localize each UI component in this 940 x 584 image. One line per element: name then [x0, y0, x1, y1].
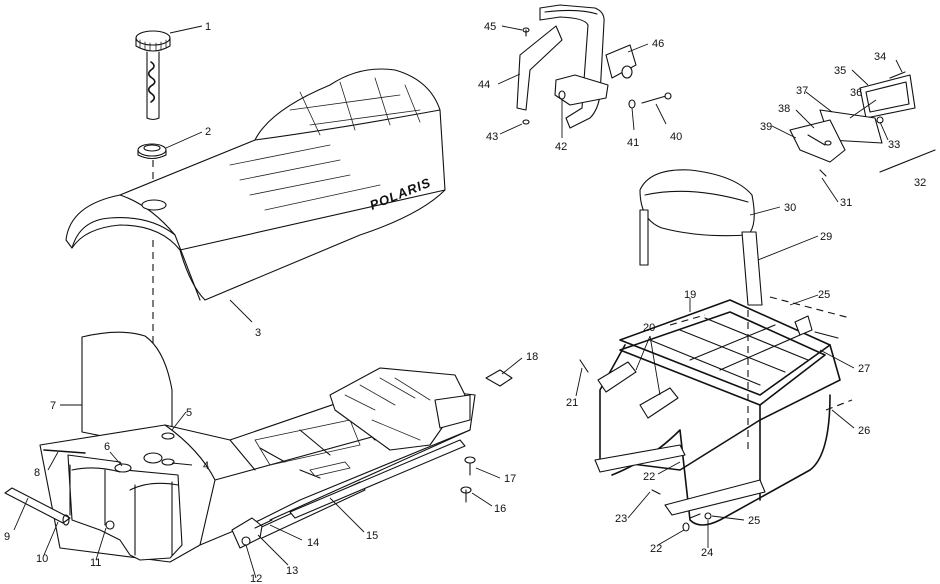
- grab-handle-assembly: [516, 4, 672, 129]
- callout-8: 8: [34, 467, 40, 479]
- callout-3: 3: [255, 327, 261, 339]
- bolt-part: [814, 331, 839, 339]
- backrest-part: [639, 169, 763, 306]
- callout-41: 41: [627, 137, 639, 149]
- callout-9: 9: [4, 531, 10, 543]
- callout-2: 2: [205, 126, 211, 138]
- callout-42: 42: [555, 141, 567, 153]
- callout-5: 5: [186, 407, 192, 419]
- hinge-clip-part: [231, 517, 273, 549]
- callout-29: 29: [820, 231, 832, 243]
- callout-39: 39: [760, 121, 772, 133]
- vent-hose-part: [43, 449, 86, 454]
- grip-pad-part: [597, 361, 679, 419]
- callout-17: 17: [504, 473, 516, 485]
- callout-19: 19: [684, 289, 696, 301]
- nut-24-part: [704, 512, 712, 520]
- callout-45: 45: [484, 21, 496, 33]
- callout-20: 20: [643, 322, 655, 334]
- callout-15: 15: [366, 530, 378, 542]
- flap-part: [81, 331, 173, 451]
- callout-31: 31: [840, 197, 852, 209]
- callout-26: 26: [858, 425, 870, 437]
- washer-25-part: [689, 513, 701, 519]
- fuel-cap-part: [135, 30, 171, 121]
- callout-23: 23: [615, 513, 627, 525]
- callout-24: 24: [701, 547, 713, 559]
- side-rail-part: [289, 439, 466, 519]
- callout-21: 21: [566, 397, 578, 409]
- screw-17-part: [464, 456, 476, 476]
- callout-4: 4: [203, 460, 209, 472]
- rear-bumper-module: [329, 367, 471, 451]
- callout-22a: 22: [643, 471, 655, 483]
- bolt-23-part: [651, 489, 661, 495]
- callout-25a: 25: [818, 289, 830, 301]
- callout-22b: 22: [650, 543, 662, 555]
- callout-27: 27: [858, 363, 870, 375]
- callout-1: 1: [205, 21, 211, 33]
- callout-32: 32: [914, 177, 926, 189]
- seat-part: POLARIS: [65, 68, 446, 301]
- callout-44: 44: [478, 79, 490, 91]
- callout-14: 14: [307, 537, 319, 549]
- callout-30: 30: [784, 202, 796, 214]
- strip-26-part: [825, 399, 853, 411]
- screw-16-part: [460, 486, 472, 503]
- spacer-22-part: [682, 522, 690, 532]
- callout-11: 11: [90, 557, 101, 569]
- callout-labels: 1 2 3 4 5 6 7 8 9 10 11 12 13 14 15 16 1…: [4, 21, 926, 584]
- callout-33: 33: [888, 139, 900, 151]
- filler-tube-part: [4, 487, 71, 526]
- callout-46: 46: [652, 38, 664, 50]
- callout-10: 10: [36, 553, 48, 565]
- callout-16: 16: [494, 503, 506, 515]
- leader-lines: [13, 25, 903, 579]
- callout-37: 37: [796, 85, 808, 97]
- clamp-part: [794, 315, 813, 336]
- grommet-part: [137, 143, 167, 160]
- callout-34: 34: [874, 51, 886, 63]
- callout-12: 12: [250, 573, 262, 584]
- fuel-tank-part: [67, 432, 183, 561]
- callout-13: 13: [286, 565, 298, 577]
- callout-18: 18: [526, 351, 538, 363]
- bracket-18-part: [485, 369, 513, 387]
- luggage-rack-part: [594, 299, 841, 526]
- callout-6: 6: [104, 441, 110, 453]
- callout-35: 35: [834, 65, 846, 77]
- strip-25-part: [769, 296, 851, 319]
- callout-36: 36: [850, 87, 862, 99]
- callout-43: 43: [486, 131, 498, 143]
- tail-light-assembly: [789, 71, 936, 177]
- callout-25b: 25: [748, 515, 760, 527]
- strip-19-part: [669, 314, 706, 326]
- callout-7: 7: [50, 400, 56, 412]
- callout-38: 38: [778, 103, 790, 115]
- callout-40: 40: [670, 131, 682, 143]
- rivet-21-part: [579, 359, 589, 373]
